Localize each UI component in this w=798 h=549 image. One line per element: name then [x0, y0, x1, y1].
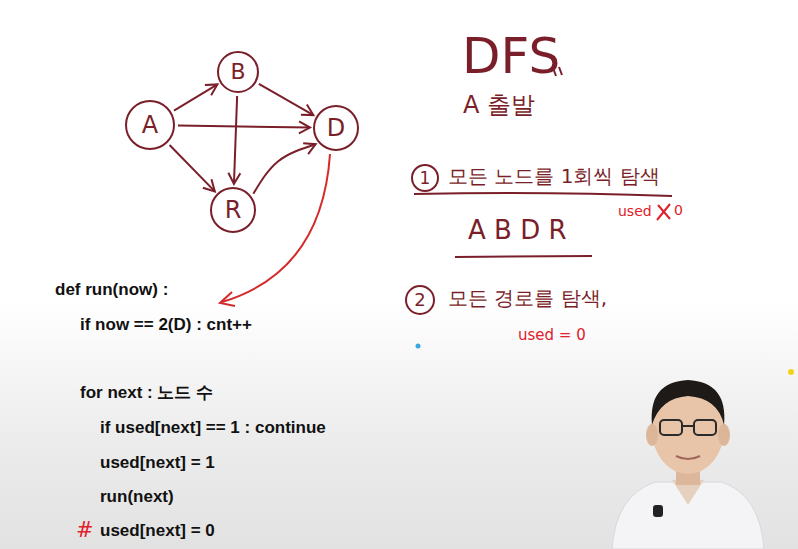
start-note: A 출발: [463, 92, 535, 120]
graph-node: R: [210, 187, 256, 233]
directed-edge: [170, 145, 215, 191]
cross-mark: [657, 204, 670, 220]
graph-node: A: [125, 100, 175, 150]
arrow-head: [205, 84, 218, 95]
code-line: used[next] = 0: [100, 521, 215, 541]
arrow-head: [303, 143, 315, 154]
node-text: R: [225, 197, 242, 223]
edge-line: [259, 84, 314, 115]
node-text: D: [327, 115, 345, 141]
directed-edge: [174, 84, 217, 110]
directed-edge: [253, 143, 315, 194]
node-text: A: [142, 112, 158, 138]
variable-note: used: [618, 203, 652, 219]
edge-line: [234, 96, 237, 184]
edge-line: [174, 84, 217, 110]
graph-node: B: [217, 51, 259, 93]
underline: [414, 193, 672, 196]
variable-note: used = 0: [518, 327, 586, 344]
code-line: def run(now) :: [55, 280, 168, 300]
arrow-head: [203, 179, 215, 191]
code-line: if now == 2(D) : cnt++: [80, 315, 252, 335]
code-line: for next : 노드 수: [80, 383, 213, 403]
directed-edge: [259, 84, 314, 115]
edge-line: [178, 125, 310, 127]
step-number: 2: [405, 285, 435, 315]
pointer-dot: [788, 369, 794, 375]
comment-mark: #: [76, 518, 94, 542]
arrow-head: [228, 173, 240, 184]
code-line: run(next): [100, 487, 174, 507]
arrow-head: [299, 121, 310, 133]
node-text: B: [230, 60, 245, 84]
pointer-head: [220, 292, 235, 306]
node-text: 2: [414, 290, 425, 310]
edge-line: [253, 144, 315, 194]
title: DFS: [462, 28, 560, 86]
code-line: if used[next] == 1 : continue: [100, 418, 326, 438]
step-number: 1: [411, 164, 439, 192]
pointer-dot: [416, 344, 421, 349]
directed-edge: [228, 96, 240, 184]
graph-node: D: [313, 105, 359, 151]
arrow-head: [301, 104, 314, 115]
step-text: 모든 경로를 탐색,: [448, 287, 607, 310]
node-text: 1: [420, 169, 431, 188]
directed-edge: [178, 121, 310, 133]
underline: [455, 256, 592, 257]
code-line: used[next] = 1: [100, 453, 215, 473]
variable-note: 0: [674, 202, 683, 218]
visit-order: A B D R: [468, 216, 567, 246]
edge-line: [170, 145, 215, 191]
lecturer-figure: [612, 380, 764, 549]
step-text: 모든 노드를 1회씩 탐색: [448, 165, 660, 188]
